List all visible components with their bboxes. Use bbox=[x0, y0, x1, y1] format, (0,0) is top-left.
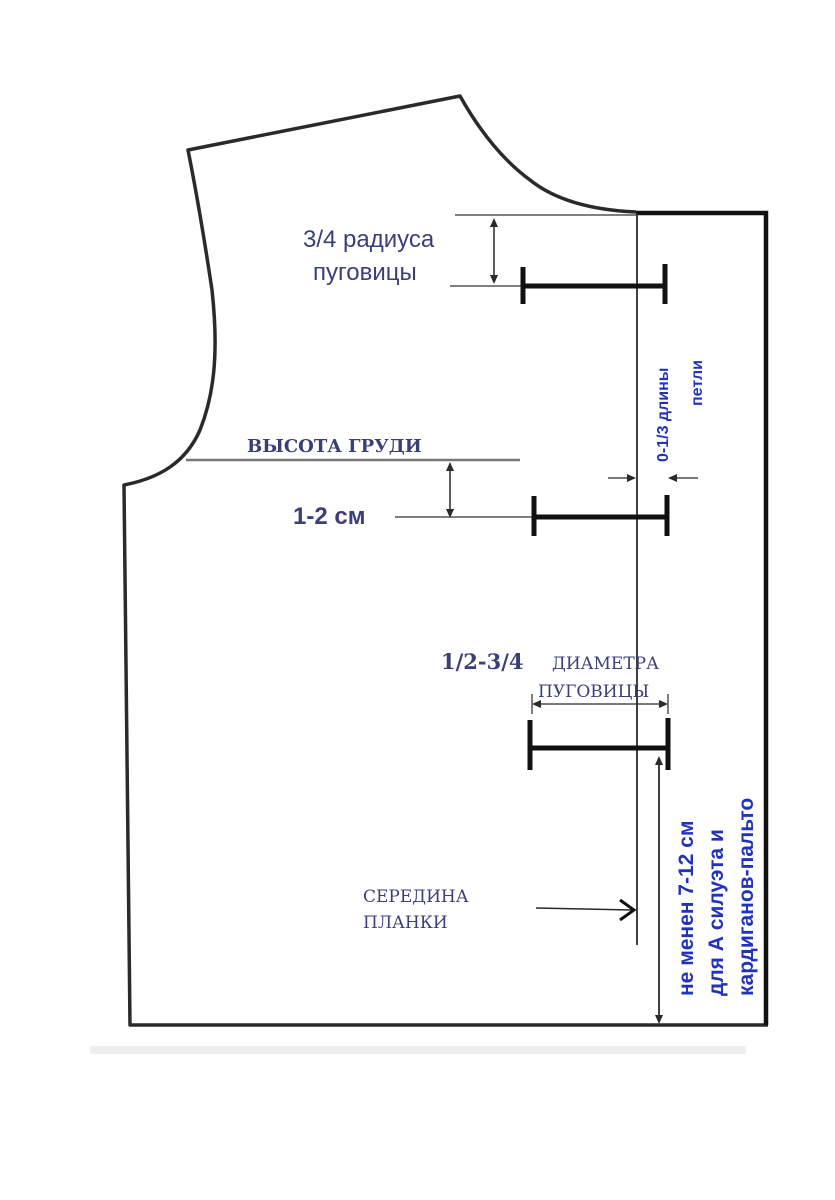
button-offset-label-1: 3/4 радиуса bbox=[303, 226, 435, 253]
bottom-distance-label-1: не менен 7-12 см bbox=[675, 821, 698, 996]
placket-edge bbox=[636, 210, 769, 1025]
placket-center-label-2: ПЛАНКИ bbox=[363, 913, 448, 933]
bottom-distance-label-3: кардиганов-пальто bbox=[735, 798, 758, 996]
loop-extension-label-2: петли bbox=[689, 360, 706, 406]
placket-center-label-1: СЕРЕДИНА bbox=[363, 887, 469, 907]
loop-extension-label: 0-1/3 длины петли bbox=[655, 360, 706, 462]
loop-extension-label-1: 0-1/3 длины bbox=[655, 368, 672, 462]
placket-center-pointer bbox=[535, 898, 637, 922]
bottom-distance-label: не менен 7-12 см для А силуэта и кардига… bbox=[675, 798, 758, 996]
diameter-label-line2: ПУГОВИЦЫ bbox=[538, 682, 649, 702]
buttonhole-2 bbox=[531, 495, 670, 536]
buttonhole-1 bbox=[520, 264, 668, 304]
page-shadow bbox=[90, 1046, 746, 1054]
button-offset-label-2: пуговицы bbox=[313, 259, 417, 286]
diameter-label-part2: ДИАМЕТРА bbox=[552, 654, 659, 674]
buttonhole-3 bbox=[527, 718, 671, 770]
bodice-outline bbox=[122, 94, 768, 1027]
bottom-distance-label-2: для А силуэта и bbox=[705, 829, 728, 996]
bust-height-label: ВЫСОТА ГРУДИ bbox=[247, 436, 422, 457]
diameter-label-part1: 1/2-3/4 bbox=[441, 649, 524, 674]
below-bust-label: 1-2 см bbox=[293, 503, 365, 530]
